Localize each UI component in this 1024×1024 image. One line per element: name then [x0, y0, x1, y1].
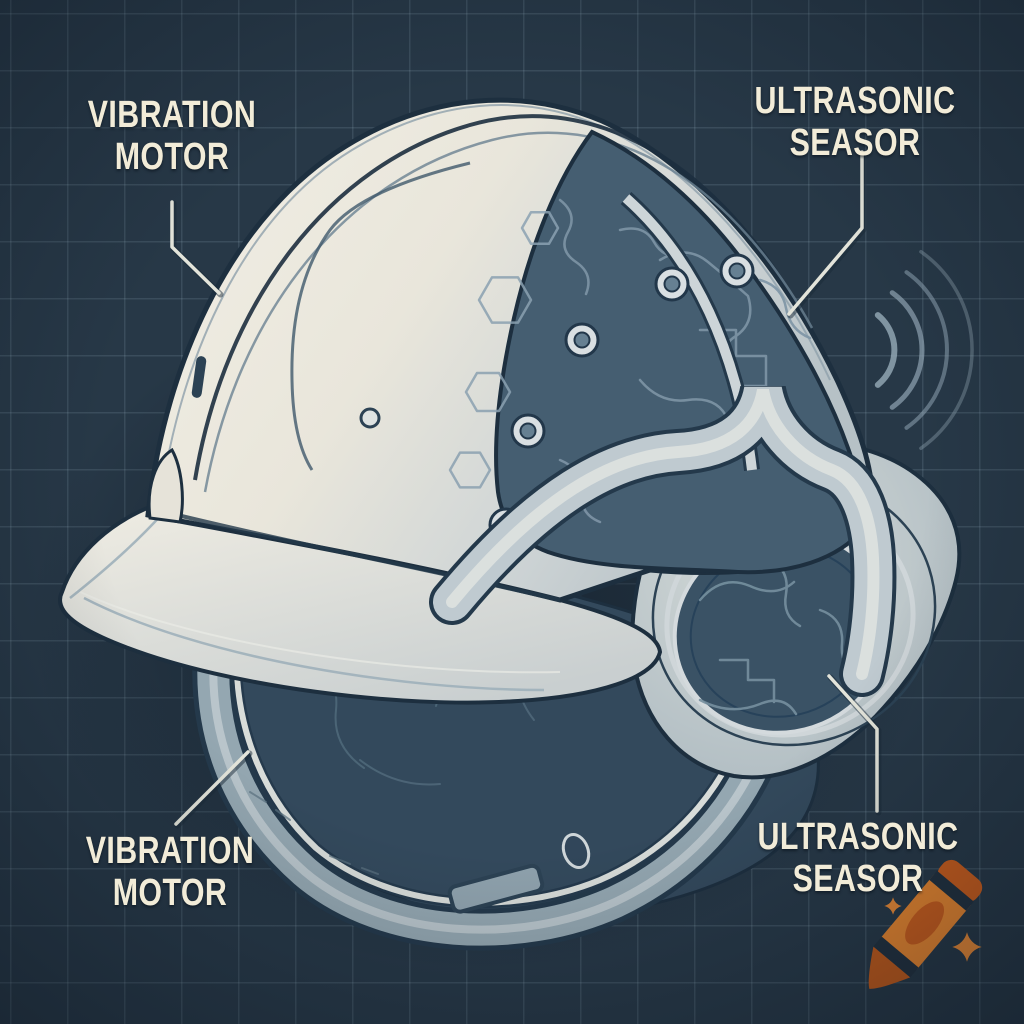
label-line: ULTRASONIC — [757, 816, 959, 858]
label-line: MOTOR — [112, 872, 228, 914]
label-line: SEASOR — [789, 122, 921, 164]
label-line: VIBRATION — [87, 94, 257, 136]
crayon-logo — [868, 859, 983, 989]
trim-band — [429, 384, 897, 697]
panel-hexagons — [448, 211, 560, 489]
label-ultrasonic-sensor-top-right: ULTRASONIC SEASOR — [705, 80, 1005, 164]
rivet — [654, 266, 690, 302]
sparkle-icon — [952, 932, 982, 962]
rivet — [510, 413, 546, 449]
front-stud — [359, 407, 381, 429]
band-hole — [561, 833, 591, 869]
rivet — [719, 253, 755, 289]
leader-line-top-right — [787, 150, 867, 319]
edge-slot — [191, 356, 207, 398]
sound-wave-icon — [874, 249, 974, 451]
band-slot — [447, 863, 545, 914]
leader-line-top-left — [170, 200, 224, 298]
label-line: SEASOR — [792, 858, 924, 900]
sparkle-icon — [884, 897, 902, 915]
crayon-icon — [868, 859, 983, 989]
leader-lines — [170, 150, 882, 829]
leader-line-bottom-right — [827, 674, 882, 816]
band-embossing — [249, 791, 379, 875]
label-ultrasonic-sensor-bottom-right: ULTRASONIC SEASOR — [708, 816, 1008, 900]
label-line: ULTRASONIC — [754, 80, 956, 122]
label-vibration-motor-bottom-left: VIBRATION MOTOR — [20, 830, 320, 914]
side-flap — [147, 447, 184, 524]
label-vibration-motor-top-left: VIBRATION MOTOR — [22, 94, 322, 178]
rivet — [564, 322, 600, 358]
label-line: VIBRATION — [85, 830, 255, 872]
leader-line-bottom-left — [174, 750, 253, 829]
label-line: MOTOR — [114, 136, 230, 178]
chin-band — [192, 637, 796, 951]
